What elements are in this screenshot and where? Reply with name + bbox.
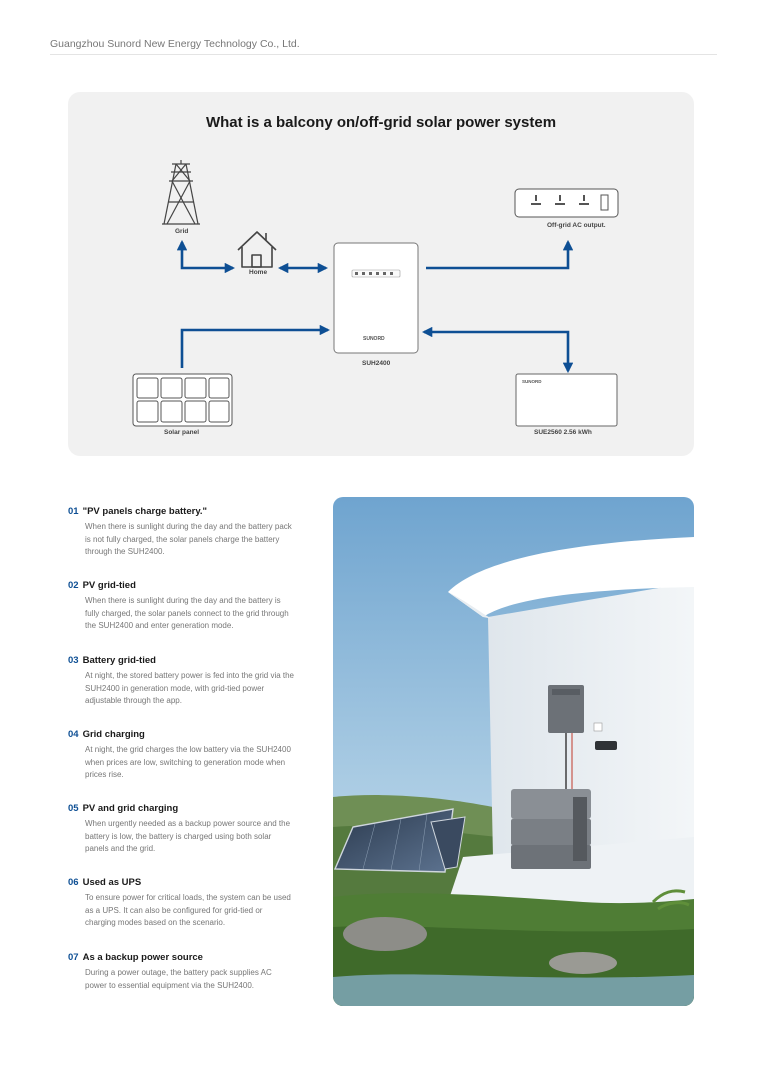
home-icon <box>237 231 277 268</box>
feature-number: 03 <box>68 655 79 666</box>
roof-overhang <box>448 537 694 617</box>
label-battery: SUE2560 2.56 kWh <box>534 429 592 436</box>
company-header: Guangzhou Sunord New Energy Technology C… <box>50 38 300 50</box>
diagram-title: What is a balcony on/off-grid solar powe… <box>205 114 557 131</box>
feature-description: At night, the grid charges the low batte… <box>85 745 291 779</box>
inverter-brand: SUNORD <box>363 336 385 342</box>
feature-title: PV grid-tied <box>82 580 136 591</box>
water <box>333 974 694 1006</box>
feature-description: When there is sunlight during the day an… <box>85 522 292 556</box>
feature-heading: 01"PV panels charge battery." <box>68 506 318 517</box>
offgrid-socket-strip-icon <box>514 188 619 218</box>
system-diagram <box>132 160 619 427</box>
feature-title: Grid charging <box>82 729 145 740</box>
feature-title: As a backup power source <box>82 952 203 963</box>
solar-panels-photo <box>333 808 466 873</box>
battery-stack <box>511 789 591 819</box>
feature-number: 01 <box>68 506 79 517</box>
feature-title: Battery grid-tied <box>82 655 156 666</box>
label-grid: Grid <box>175 228 189 235</box>
feature-title: PV and grid charging <box>82 803 179 814</box>
label-offgrid-output: Off-grid AC output. <box>547 222 606 229</box>
feature-title: Used as UPS <box>82 877 142 888</box>
feature-number: 02 <box>68 580 79 591</box>
feature-description: At night, the stored battery power is fe… <box>85 671 295 705</box>
wall <box>488 582 694 857</box>
fern <box>651 889 690 911</box>
label-solar-panel: Solar panel <box>164 429 200 436</box>
feature-number: 04 <box>68 729 79 740</box>
feature-item: 01"PV panels charge battery." When there… <box>68 506 318 559</box>
arrow-solar-inverter <box>180 324 331 368</box>
feature-title: "PV panels charge battery." <box>82 506 208 517</box>
header-divider <box>50 54 717 55</box>
wall-inverter <box>548 685 584 733</box>
feature-number: 07 <box>68 952 79 963</box>
inverter-device <box>333 242 419 354</box>
arrow-grid-home <box>176 239 236 274</box>
feature-description: When urgently needed as a backup power s… <box>85 819 291 853</box>
arrow-battery-inverter <box>421 326 574 374</box>
feature-description: During a power outage, the battery pack … <box>85 968 272 990</box>
battery-brand: SUNORD <box>522 379 542 384</box>
feature-number: 06 <box>68 877 79 888</box>
label-home: Home <box>249 269 268 276</box>
rock <box>343 917 427 951</box>
arrow-inverter-offgrid <box>426 239 574 270</box>
system-diagram-panel: What is a balcony on/off-grid solar powe… <box>68 92 694 456</box>
battery-device <box>515 373 618 427</box>
balcony-installation-photo <box>333 497 694 1006</box>
solar-panel-icon <box>132 373 233 427</box>
feature-description: When there is sunlight during the day an… <box>85 596 289 630</box>
feature-number: 05 <box>68 803 79 814</box>
label-inverter: SUH2400 <box>362 360 391 367</box>
feature-description: To ensure power for critical loads, the … <box>85 893 291 927</box>
grid-tower-icon <box>162 160 200 225</box>
flow-arrows <box>176 239 574 374</box>
